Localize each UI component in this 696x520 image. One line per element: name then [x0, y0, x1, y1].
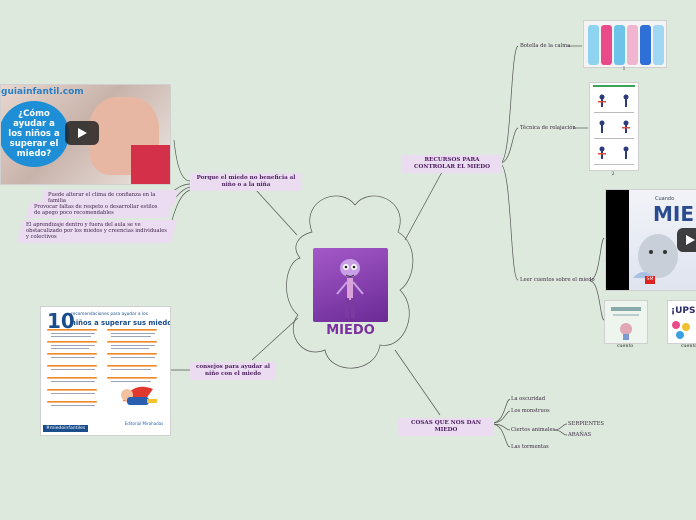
center-cloud [286, 195, 414, 369]
calm-bottles-illustration [588, 25, 664, 65]
item-aprendizaje[interactable]: El aprendizaje dentro y fuera del aula s… [16, 220, 178, 243]
book-small-title: Cuando [655, 196, 675, 202]
play-icon [686, 235, 695, 245]
bear-illustration [633, 234, 678, 278]
poster-hashtag: #miedoinfantiles [43, 425, 89, 432]
item-monstruos[interactable]: Los monstruos [511, 408, 550, 414]
item-oscuridad[interactable]: La oscuridad [511, 396, 546, 402]
question-bubble: ¿Cómo ayudar a los niños a superar el mi… [1, 101, 69, 167]
item-serpientes[interactable]: SERPIENTES [568, 421, 604, 427]
item-faltas-respeto[interactable]: Provocar faltas de respeto o desarrollar… [25, 202, 173, 219]
question-bubble-text: ¿Cómo ayudar a los niños a superar el mi… [8, 109, 60, 159]
item-aranas[interactable]: ARAÑAS [568, 432, 592, 438]
play-button[interactable] [65, 121, 99, 145]
poster-heading-2: niños a superar sus miedos [71, 319, 171, 327]
center-title: MIEDO [326, 323, 375, 338]
fear-character-illustration [336, 259, 364, 318]
publisher-badge: SM [645, 276, 655, 284]
branch-cosas[interactable]: COSAS QUE NOS DAN MIEDO [398, 418, 494, 436]
bottles-image[interactable] [583, 20, 667, 68]
superhero-child-illustration [121, 386, 157, 405]
branch-consejos[interactable]: consejos para ayudar al niño con el mied… [190, 362, 276, 380]
cuento-thumbnail-2[interactable]: ¡UPS [667, 300, 696, 344]
svg-text:¡UPS: ¡UPS [671, 306, 696, 316]
relaxation-poses-illustration [593, 85, 635, 165]
item-botella-calma[interactable]: Botella de la calma [520, 43, 571, 49]
center-image [313, 248, 388, 322]
child-shirt [131, 145, 170, 184]
poster-recommendation-list [47, 329, 157, 406]
poster-heading-1: recomendaciones para ayudar a los [71, 312, 148, 317]
recommendations-poster[interactable]: 10 recomendaciones para ayudar a los niñ… [40, 306, 171, 436]
cuento-2-illustration: ¡UPS [671, 306, 696, 339]
video-thumbnail[interactable]: guiainfantil.com ¿Cómo ayudar a los niño… [0, 84, 171, 185]
poster-publisher: Editorial Mirahadas [124, 421, 164, 426]
caption-botella: 1 [622, 67, 626, 72]
brand-label: guiainfantil.com [1, 87, 84, 97]
branch-recursos[interactable]: RECURSOS PARA CONTROLAR EL MIEDO [402, 155, 502, 173]
item-tecnica-relajacion[interactable]: Técnica de relajación [520, 125, 576, 131]
branch-no-beneficia[interactable]: Porque el miedo no beneficia al niño o a… [190, 173, 302, 191]
caption-cuento-1: cuento [616, 344, 634, 349]
book-video-thumbnail[interactable]: Cuando MIE SM [605, 189, 696, 291]
item-leer-cuentos[interactable]: Leer cuentos sobre el miedo [520, 277, 595, 283]
item-ciertos-animales[interactable]: Ciertos animales [511, 427, 556, 433]
book-play-button[interactable] [677, 228, 696, 252]
cuento-thumbnail-1[interactable] [604, 300, 648, 344]
play-icon [78, 128, 87, 138]
book-title: MIE [653, 202, 695, 226]
item-tormentas[interactable]: Las tormentas [511, 444, 549, 450]
caption-tecnica: 2 [611, 172, 615, 177]
relaxation-sheet[interactable] [589, 82, 639, 171]
caption-cuento-2: cuento [680, 344, 696, 349]
cuento-1-illustration [611, 307, 641, 340]
